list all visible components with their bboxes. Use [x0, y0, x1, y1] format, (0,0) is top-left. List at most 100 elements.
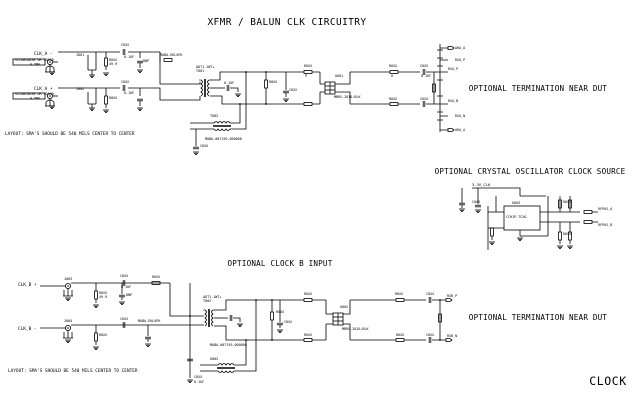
layout-note-bottom: LAYOUT: SMA'S SHOULD BE 540 MILS CENTER …: [8, 368, 138, 374]
val-c-b3: 0.1UF: [194, 380, 204, 384]
transformer-icon: [198, 78, 212, 98]
ref-c-b5: C0XX: [426, 292, 435, 296]
layout-note-top: LAYOUT: SMA'S SHOULD BE 540 MILS CENTER …: [5, 131, 135, 137]
xfmr-b-ref: T002: [203, 299, 211, 303]
net-ara-n: ARA_A: [455, 128, 465, 132]
val-c-a1: 0.1UF: [124, 55, 134, 59]
corner-label: CLOCK: [589, 374, 627, 388]
ref-c-b4: C0XX: [284, 320, 293, 324]
ref-c-o1: C0XX: [472, 200, 481, 204]
port-clk-a-minus: CLK_A -: [34, 51, 53, 57]
termination-title-bottom: OPTIONAL TERMINATION NEAR DUT: [469, 313, 608, 322]
ref-c-b3: C0XX: [194, 375, 203, 379]
oscillator-title: OPTIONAL CRYSTAL OSCILLATOR CLOCK SOURCE: [435, 167, 626, 176]
transformer-icon: [216, 363, 236, 373]
conn-sub-a2: 0.5MA: [30, 97, 40, 101]
mux-a-label: MBRS-2010-BLK: [334, 95, 361, 99]
ref-c-a1: C0XX: [121, 43, 130, 47]
ref-r-b4: R0XX: [276, 310, 285, 314]
ref-r-a4: R0XX: [304, 64, 313, 68]
dnp-a1: DNP: [143, 59, 149, 63]
net-osc-p: RFPAS_A: [598, 207, 612, 211]
val-r-a4: 0: [305, 74, 307, 78]
ref-r-a2: R0XX: [109, 96, 118, 100]
ref-c-ba: C0XX: [200, 144, 209, 148]
net-rxa-p-2: RXA_P: [448, 67, 458, 71]
val-c-a2: 0.1UF: [124, 91, 134, 95]
ground-icon: [48, 105, 56, 109]
oscillator-icon: [503, 205, 541, 231]
xfmr-a-ref: T001: [196, 69, 204, 73]
dnp-b1: DNP: [126, 293, 132, 297]
ref-c-a2: C0XX: [121, 80, 130, 84]
mux-a-ref: U001: [335, 74, 343, 78]
sma-connector-icon: [63, 325, 73, 339]
val-r-b2: 49.9: [99, 295, 107, 299]
net-out-b-p: RXB_P: [447, 294, 457, 298]
ref-r-b5: R0XX: [304, 292, 313, 296]
conn-sub-a1: 0.5MA: [30, 63, 40, 67]
mux-b: [332, 312, 344, 326]
sma-connector-icon: [63, 283, 73, 297]
port-clk-b-minus: CLK_B -: [18, 326, 37, 332]
ref-j-b-plus: J003: [64, 277, 72, 281]
val-c-a6: 0.1UF: [421, 74, 431, 78]
net-rxa-n-2: RXA_N: [455, 114, 465, 118]
clock-b-title: OPTIONAL CLOCK B INPUT: [228, 259, 333, 268]
ref-r-a6: R0XX: [389, 97, 398, 101]
balun-a-label: MABA-007159-000000: [205, 137, 242, 141]
ground-icon: [48, 71, 56, 75]
balun-b-label: MABA-007159-000000: [210, 343, 247, 347]
net-ara-p: ARA_A: [455, 46, 465, 50]
ref-r-b3: R0XX: [99, 333, 108, 337]
ref-r-a3: R0XX: [269, 80, 278, 84]
net-rxa-n: RXA_N: [448, 99, 458, 103]
mux-a: [324, 81, 336, 95]
ref-c-a3: C0XX: [289, 88, 298, 92]
ref-c-b6: C0XX: [426, 333, 435, 337]
ref-r-b1: R0XX: [152, 275, 161, 279]
val-c-b1: 0.1UF: [121, 285, 131, 289]
net-vcc: 3.3V_CLK: [472, 182, 491, 187]
ref-j-a-plus: J002: [76, 87, 84, 91]
conn-note-a2: SCLABCDDSB OR SDASD: [15, 92, 54, 96]
conn-note-a1: SCLABCDDSB OR SDASD: [15, 58, 54, 62]
transformer-icon: [202, 308, 216, 328]
val-r-a5: 0: [391, 74, 393, 78]
filt-a1: MABA-EKL0FK: [160, 53, 183, 57]
tcxo-label: CCHIP-TCXO: [506, 215, 526, 219]
balun-a-ref: T002: [210, 114, 218, 118]
filt-b1: MABA-EKL0FK: [138, 319, 161, 323]
mux-b-ref: U002: [340, 305, 348, 309]
ref-c-b2: C0XX: [120, 317, 129, 321]
ref-r-b8: R0XX: [396, 333, 405, 337]
mux-b-label: MBRS-2010-BLK: [342, 327, 369, 331]
ref-j-a-minus: J001: [76, 53, 84, 57]
ref-r-o2: R0XX: [563, 232, 572, 236]
val-r-a1: 49.9: [109, 62, 117, 66]
ref-j-b-minus: J004: [64, 319, 72, 323]
ref-c-a6: C0XX: [420, 64, 429, 68]
balun-b-ref: U002: [210, 357, 218, 361]
val-c-xa: 0.1UF: [224, 81, 234, 85]
ref-r-b2: R0XX: [99, 291, 108, 295]
termination-title-top: OPTIONAL TERMINATION NEAR DUT: [469, 84, 608, 93]
ref-r-b7: R0XX: [395, 292, 404, 296]
transformer-icon: [212, 121, 232, 131]
ref-r-b6: R0XX: [304, 333, 313, 337]
xfmr-b-label: ADT1-1WT+: [203, 295, 221, 299]
net-rxa-p: RXA_P: [455, 58, 465, 62]
ref-r-a1: R0XX: [109, 58, 118, 62]
ref-r-a5: R0XX: [389, 64, 398, 68]
net-osc-n: RFPAS_B: [598, 223, 612, 227]
xfmr-a-label: ADT1-1WT+: [196, 65, 214, 69]
main-title: XFMR / BALUN CLK CIRCUITRY: [207, 17, 366, 28]
net-out-b-n: RXB_N: [447, 334, 457, 338]
ref-c-a7: C0XX: [420, 97, 429, 101]
ref-r-o1: R0XX: [563, 200, 572, 204]
port-clk-b-plus: CLK_B +: [18, 282, 37, 288]
tcxo-ref: U003: [512, 201, 520, 205]
ref-c-b1: C0XX: [120, 274, 129, 278]
port-clk-a-plus: CLK_A +: [34, 86, 53, 92]
